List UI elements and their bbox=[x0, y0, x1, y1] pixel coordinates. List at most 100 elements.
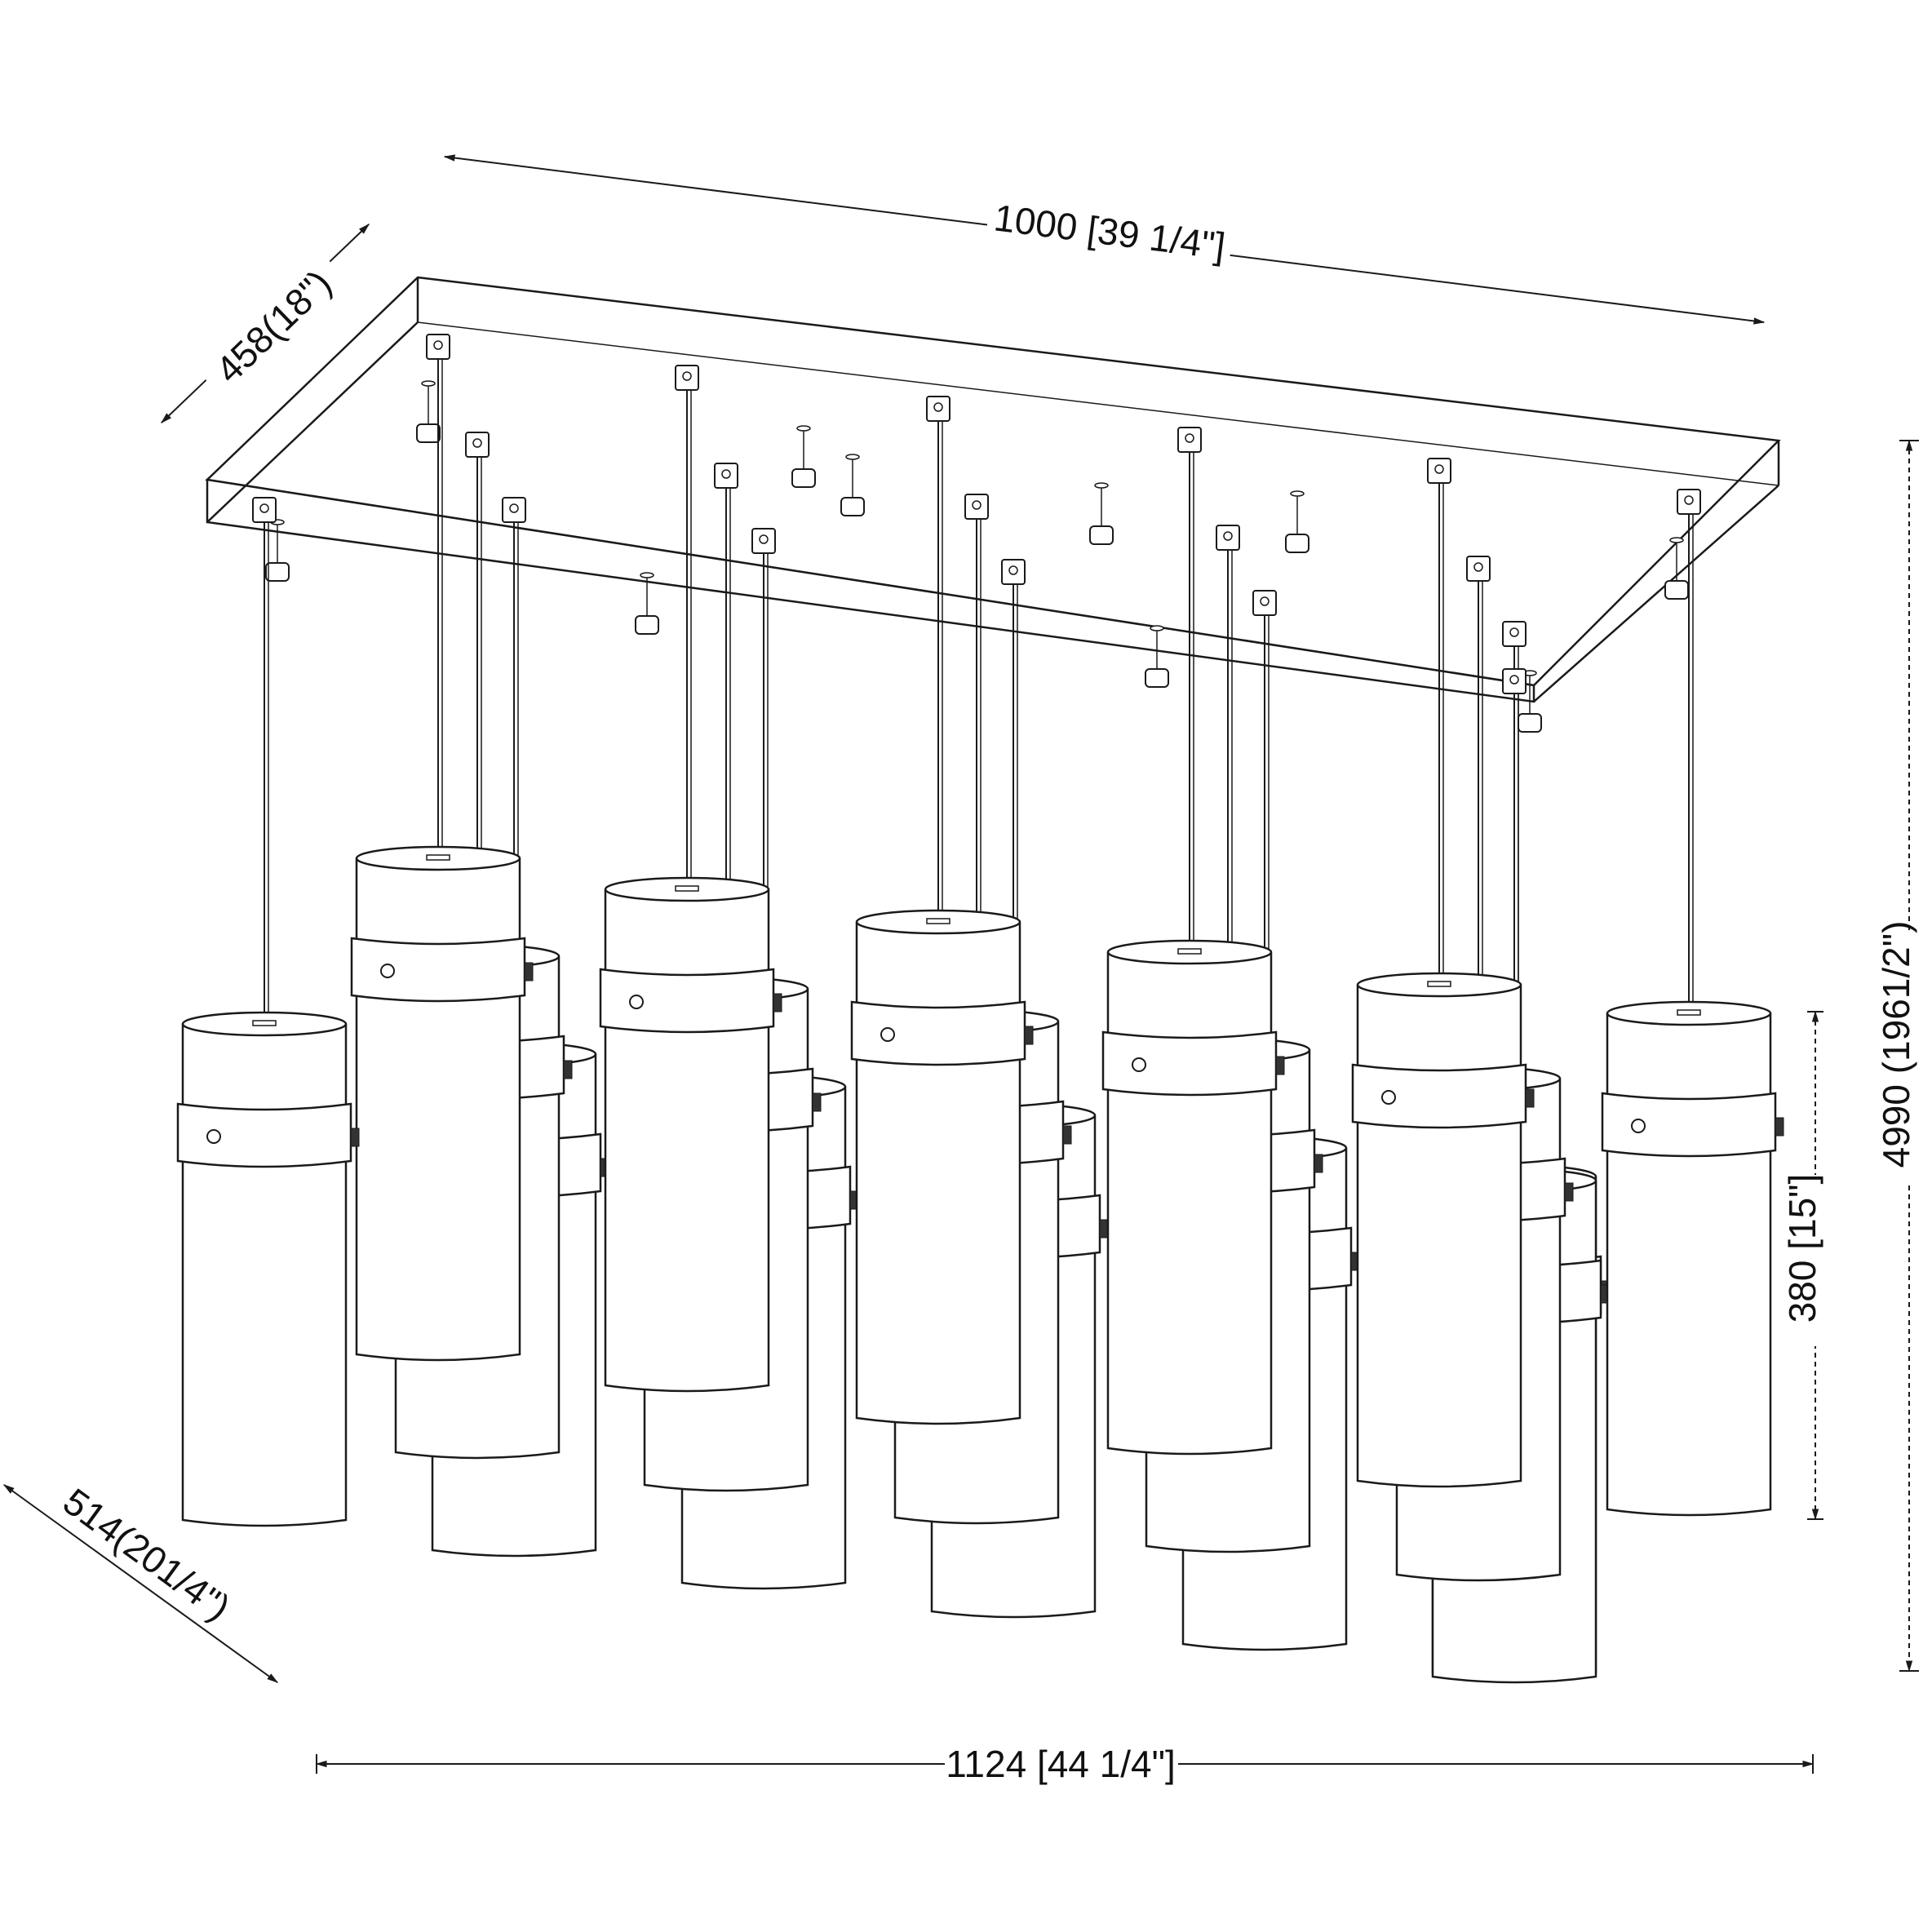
mount-screw bbox=[259, 503, 269, 513]
mount-screw bbox=[1008, 565, 1018, 575]
connector-cap bbox=[1150, 625, 1164, 631]
connector-cap bbox=[421, 380, 436, 387]
connector-cylinder bbox=[1518, 713, 1542, 733]
shade-band bbox=[350, 937, 526, 1003]
connector-cap bbox=[1094, 482, 1109, 489]
shade-band bbox=[1601, 1092, 1777, 1158]
pendant bbox=[599, 365, 782, 1393]
connector-cap bbox=[640, 572, 654, 578]
shade-cap bbox=[426, 854, 450, 861]
canopy-connector bbox=[1285, 490, 1309, 553]
band-knob bbox=[1775, 1117, 1784, 1137]
band-knob bbox=[1564, 1182, 1574, 1202]
band-screw bbox=[1631, 1119, 1646, 1133]
connector-cylinder bbox=[1089, 525, 1114, 545]
mount-screw bbox=[721, 469, 731, 479]
pendant bbox=[1101, 427, 1285, 1456]
band-knob bbox=[1024, 1026, 1034, 1045]
band-knob bbox=[812, 1092, 822, 1112]
connector-cap bbox=[1290, 490, 1305, 497]
band-knob bbox=[350, 1128, 360, 1147]
pendant bbox=[350, 334, 534, 1362]
connector-cylinder bbox=[1145, 668, 1169, 688]
band-screw bbox=[1132, 1057, 1146, 1072]
shade-body bbox=[604, 889, 770, 1393]
band-screw bbox=[380, 964, 395, 978]
pendant bbox=[1351, 458, 1535, 1488]
canopy-connector bbox=[635, 572, 659, 635]
dim-label-width: 1124 [44 1/4"] bbox=[946, 1743, 1175, 1785]
band-knob bbox=[1099, 1219, 1109, 1239]
mount-screw bbox=[682, 371, 692, 381]
shade-body bbox=[855, 922, 1021, 1425]
band-knob bbox=[1062, 1125, 1072, 1145]
mount-screw bbox=[1185, 433, 1194, 443]
pendant bbox=[1601, 489, 1784, 1517]
canopy-plate bbox=[205, 276, 1781, 703]
connector-cylinder bbox=[635, 615, 659, 635]
mount-screw bbox=[1509, 627, 1519, 637]
dim-label-overall-height: 4990 (1961/2") bbox=[1875, 921, 1917, 1168]
shade-cap bbox=[675, 885, 699, 892]
band-screw bbox=[629, 995, 644, 1009]
shade-cap bbox=[1677, 1009, 1701, 1016]
mount-screw bbox=[759, 534, 769, 544]
connector-cylinder bbox=[1664, 580, 1689, 600]
mount-screw bbox=[1223, 531, 1233, 541]
mount-screw bbox=[972, 500, 982, 510]
band-knob bbox=[1275, 1056, 1285, 1075]
connector-cylinder bbox=[265, 562, 290, 582]
shade-band bbox=[176, 1102, 352, 1168]
canopy-inner-line bbox=[417, 321, 1779, 486]
shade-cap bbox=[252, 1020, 277, 1026]
pendant bbox=[850, 396, 1034, 1425]
dim-label-shade-height: 380 [15"] bbox=[1781, 1174, 1823, 1323]
mount-screw bbox=[509, 503, 519, 513]
label-backgrounds bbox=[50, 190, 1932, 1788]
band-knob bbox=[563, 1060, 573, 1079]
shade-body bbox=[1356, 985, 1522, 1488]
pendant bbox=[176, 497, 360, 1527]
connector-cylinder bbox=[416, 423, 441, 443]
connector-cap bbox=[845, 454, 860, 460]
pendants bbox=[176, 334, 1784, 1684]
mount-screw bbox=[933, 402, 943, 412]
canopy-right-lower bbox=[1533, 485, 1779, 702]
shade-cap bbox=[1177, 948, 1202, 955]
connector-cylinder bbox=[1285, 534, 1309, 553]
shade-cap bbox=[1427, 981, 1451, 987]
band-knob bbox=[524, 962, 534, 982]
canopy-connector bbox=[840, 454, 865, 516]
connector-cylinder bbox=[791, 468, 816, 488]
shade-body bbox=[181, 1024, 348, 1527]
mount-screw bbox=[1684, 495, 1694, 505]
shade-band bbox=[599, 968, 775, 1034]
band-knob bbox=[773, 993, 782, 1013]
band-screw bbox=[206, 1129, 221, 1144]
shade-band bbox=[850, 1000, 1026, 1066]
shade-body bbox=[1606, 1013, 1772, 1517]
canopy-connector bbox=[1145, 625, 1169, 688]
shade-band bbox=[1101, 1030, 1278, 1097]
connector-cap bbox=[796, 425, 811, 432]
mount-screw bbox=[472, 438, 482, 448]
mount-screw bbox=[1509, 675, 1519, 685]
connector-cap bbox=[1669, 537, 1684, 543]
shade-body bbox=[355, 858, 521, 1362]
band-knob bbox=[1314, 1154, 1323, 1173]
mount-screw bbox=[1434, 464, 1444, 474]
mount-screw bbox=[433, 340, 443, 350]
canopy-connectors bbox=[265, 380, 1689, 733]
mount-screw bbox=[1260, 596, 1270, 606]
canopy-connector bbox=[791, 425, 816, 488]
dim-line-diagonal bbox=[2, 1484, 279, 1683]
mount-screw bbox=[1473, 562, 1483, 572]
shade-cap bbox=[926, 918, 950, 924]
shade-body bbox=[1106, 952, 1273, 1456]
band-screw bbox=[1381, 1090, 1396, 1105]
canopy-connector bbox=[1089, 482, 1114, 545]
band-screw bbox=[880, 1027, 895, 1042]
shade-band bbox=[1351, 1063, 1527, 1129]
canopy-connector bbox=[416, 380, 441, 443]
